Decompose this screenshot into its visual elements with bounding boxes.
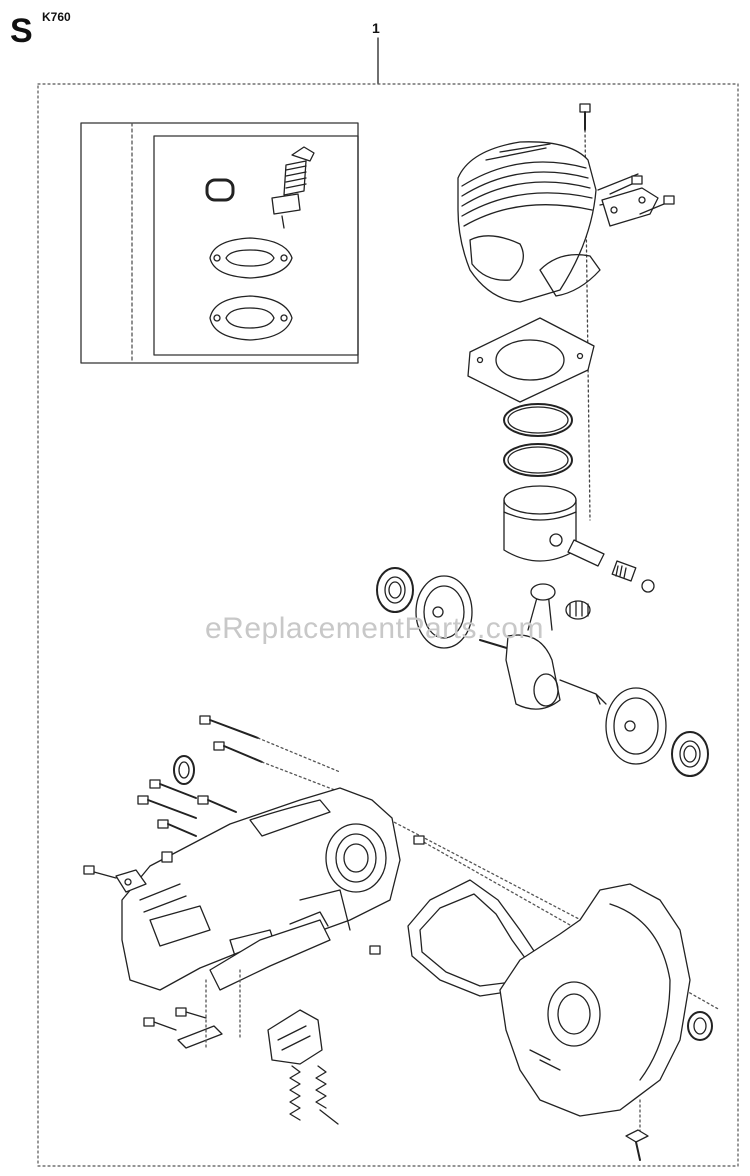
- spark-plug-icon: [271, 146, 315, 229]
- bracket-icon: [177, 1025, 223, 1049]
- screw-icon: [609, 175, 643, 195]
- dowel-pin-icon: [369, 945, 381, 955]
- circlip-icon: [641, 579, 655, 593]
- bearing-icon: [376, 567, 414, 613]
- seal-icon: [173, 755, 195, 785]
- cylinder-icon: [457, 141, 641, 303]
- assembly-boundary: [37, 83, 739, 1167]
- gasket-icon: [209, 295, 293, 341]
- crank-flange-icon: [415, 575, 473, 649]
- screw-icon: [197, 795, 237, 813]
- crankshaft-icon: [479, 583, 607, 710]
- actuator-icon: [267, 1009, 323, 1065]
- screw-icon: [625, 1129, 649, 1161]
- gasket-kit-box: [80, 122, 359, 364]
- needle-bearing-icon: [565, 600, 591, 620]
- bracket-icon: [601, 187, 659, 227]
- dowel-pin-icon: [413, 835, 425, 845]
- seal-icon: [687, 1011, 713, 1041]
- piston-icon: [503, 485, 577, 562]
- model-label: K760: [42, 10, 71, 24]
- screw-icon: [175, 1007, 207, 1019]
- gasket-icon: [209, 237, 293, 279]
- screw-icon: [157, 819, 197, 837]
- bearing-icon: [671, 731, 709, 777]
- screw-icon: [199, 715, 259, 739]
- piston-ring-icon: [503, 443, 573, 477]
- spring-icon: [289, 1065, 339, 1125]
- screw-icon: [161, 851, 173, 863]
- callout-number: 1: [372, 20, 380, 36]
- section-letter: S: [10, 12, 33, 50]
- piston-pin-icon: [567, 539, 605, 567]
- crank-flange-icon: [605, 687, 667, 765]
- o-ring-icon: [205, 178, 235, 202]
- screw-icon: [149, 779, 197, 799]
- screw-icon: [143, 1017, 177, 1031]
- gasket-icon: [467, 317, 595, 403]
- crankcase-icon: [499, 883, 691, 1117]
- piston-ring-icon: [503, 403, 573, 437]
- screw-icon: [579, 103, 591, 131]
- screw-icon: [137, 795, 197, 819]
- screw-icon: [639, 195, 675, 215]
- screw-icon: [213, 741, 263, 763]
- needle-bearing-icon: [611, 560, 637, 582]
- screw-icon: [83, 865, 117, 879]
- watermark: eReplacementParts.com: [205, 612, 544, 645]
- bracket-icon: [115, 869, 147, 893]
